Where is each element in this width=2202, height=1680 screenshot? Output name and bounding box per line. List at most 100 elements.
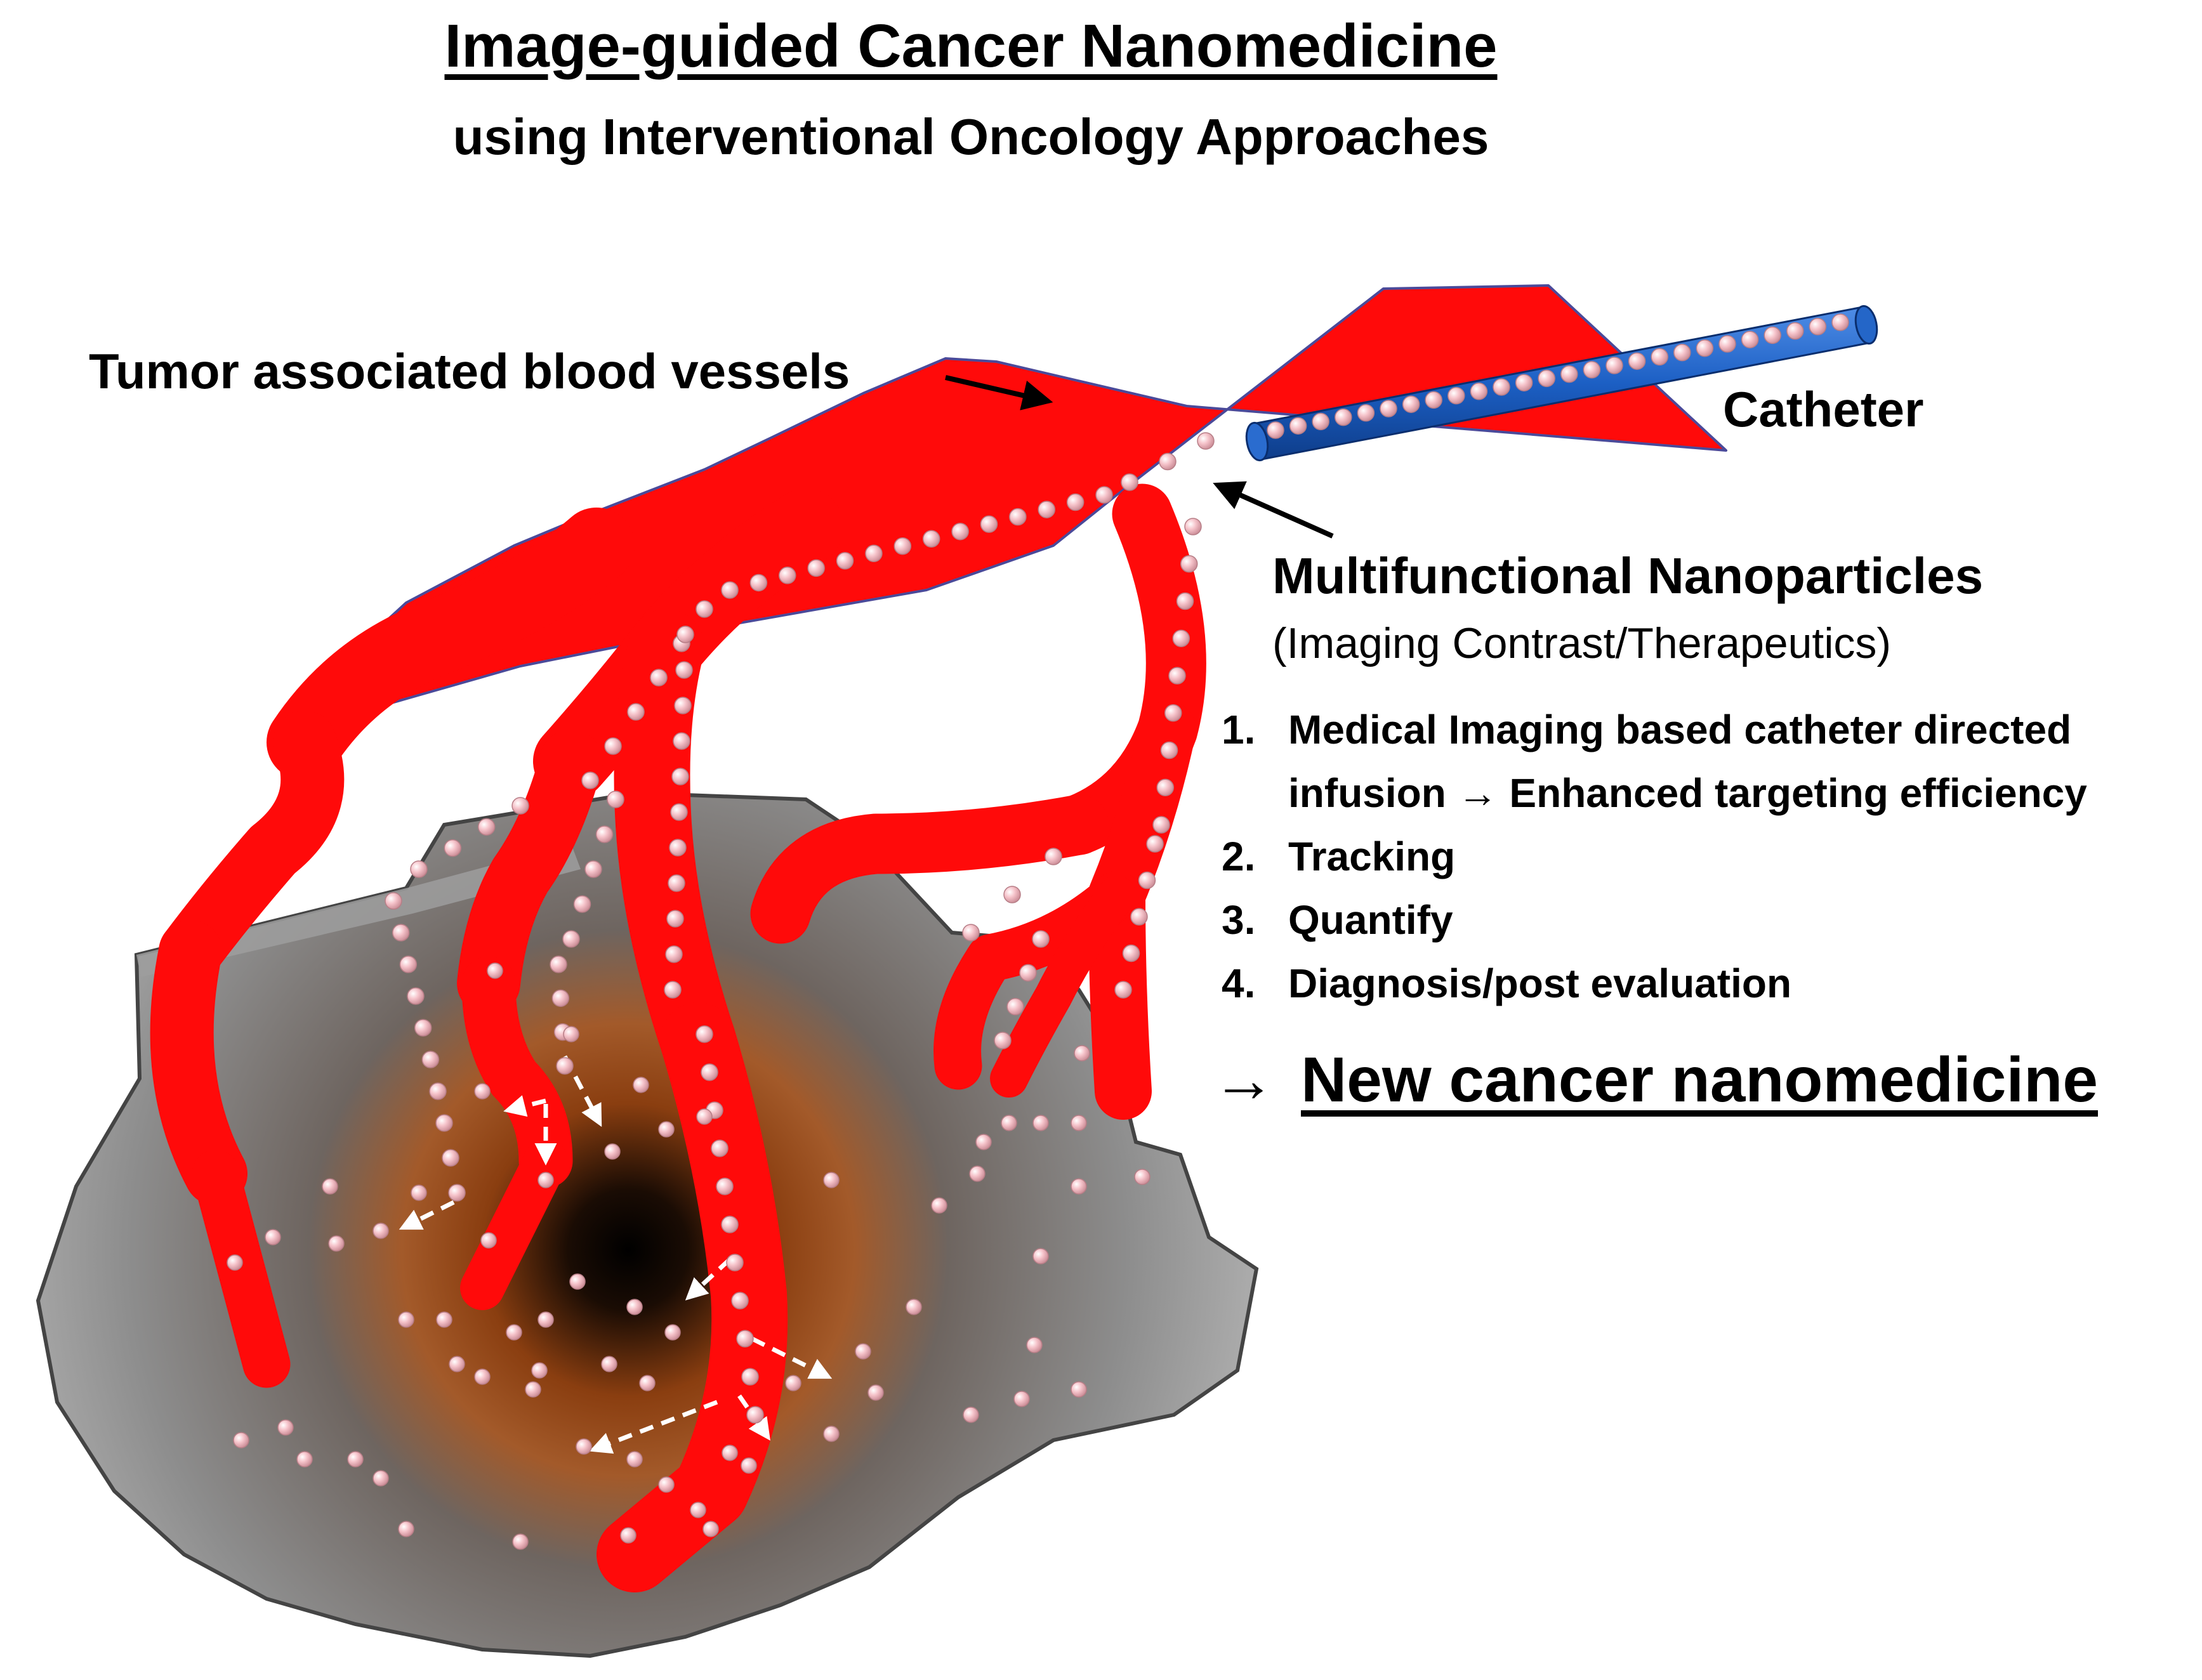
nanoparticle-dot xyxy=(537,1172,554,1188)
nanoparticle-dot xyxy=(1122,944,1140,962)
step-text-continued: infusion → Enhanced targeting efficiency xyxy=(1288,770,2087,816)
nanoparticle-dot xyxy=(421,1051,440,1068)
nanoparticle-dot xyxy=(1470,383,1488,400)
nanoparticle-dot xyxy=(975,1134,992,1150)
step-text: Tracking xyxy=(1288,834,1456,879)
nanoparticle-dot xyxy=(963,1407,979,1423)
nanoparticle-dot xyxy=(696,600,713,618)
nanoparticle-dot xyxy=(449,1356,465,1372)
nanoparticle-dot xyxy=(474,1368,491,1385)
page-subtitle: using Interventional Oncology Approaches xyxy=(452,108,1489,165)
nanoparticle-dot xyxy=(1045,848,1062,865)
diffusion-arrow xyxy=(685,1257,732,1301)
nanoparticle-dot xyxy=(1764,326,1781,345)
nanoparticle-dot xyxy=(666,910,684,928)
nanoparticle-dot xyxy=(563,1026,579,1042)
nanoparticle-dot xyxy=(233,1432,249,1448)
nanoparticle-dot xyxy=(1651,348,1668,366)
nanoparticle-dot xyxy=(1032,930,1050,948)
nanoparticle-dot xyxy=(444,839,462,857)
nanoparticle-dot xyxy=(779,567,796,584)
nanoparticle-dot xyxy=(639,1375,656,1391)
nanoparticle-dot xyxy=(436,1311,452,1328)
nanoparticle-dot xyxy=(477,818,496,836)
nanoparticle-dot xyxy=(1447,386,1465,405)
nanoparticle-dot xyxy=(675,661,693,679)
nanoparticle-dot xyxy=(690,1502,706,1518)
nanoparticle-dot xyxy=(721,1216,739,1233)
nanoparticle-dot xyxy=(669,839,687,856)
nanoparticle-dot xyxy=(701,1063,718,1081)
nanoparticle-dot xyxy=(480,1232,497,1249)
nanoparticle-dot xyxy=(1009,508,1027,526)
nanoparticle-dot xyxy=(1006,997,1024,1016)
nanoparticle-dot xyxy=(407,987,425,1005)
nanoparticle-dot xyxy=(969,1165,986,1182)
nanoparticle-dot xyxy=(1786,322,1804,340)
nanoparticle-dot xyxy=(410,860,428,878)
nanoparticle-dot xyxy=(749,574,768,592)
nanoparticle-dot xyxy=(736,1330,754,1348)
diffusion-arrow xyxy=(751,1336,833,1379)
nanoparticle-dot xyxy=(855,1343,871,1360)
nanoparticle-dot xyxy=(673,732,690,750)
nanoparticle-dot xyxy=(581,771,599,789)
nanoparticle-dot xyxy=(392,924,410,942)
nanoparticle-dot xyxy=(1164,704,1182,722)
nanoparticle-dot xyxy=(442,1149,459,1167)
nanoparticle-dot xyxy=(664,1324,681,1341)
nanoparticle-dot xyxy=(1032,1115,1049,1131)
nanoparticle-dot xyxy=(741,1457,757,1474)
nanoparticle-dot xyxy=(511,797,529,815)
catheter-tube xyxy=(1245,305,1878,462)
nanoparticle-dot xyxy=(633,1077,649,1093)
nanoparticle-dot xyxy=(1197,432,1215,450)
nanoparticle-dot xyxy=(1152,816,1170,834)
pointer-arrows xyxy=(945,375,1334,539)
nanoparticles-label: Multifunctional Nanoparticles xyxy=(1272,548,1984,604)
nanoparticle-dot xyxy=(741,1368,759,1386)
nanoparticle-dot xyxy=(569,1273,586,1290)
nanoparticle-dot xyxy=(1156,778,1174,796)
nanoparticle-dot xyxy=(785,1375,801,1391)
nanoparticle-dot xyxy=(556,1057,574,1075)
nanoparticle-dot xyxy=(1032,1248,1049,1264)
nanoparticle-dot xyxy=(512,1533,529,1550)
vessels-label: Tumor associated blood vessels xyxy=(89,343,850,399)
nanoparticle-dot xyxy=(607,791,624,808)
nanoparticle-dot xyxy=(1095,486,1113,504)
nanoparticle-dot xyxy=(506,1324,522,1341)
nanoparticle-dot xyxy=(951,522,969,541)
nanoparticle-dot xyxy=(1071,1381,1087,1398)
nanoparticle-dot xyxy=(931,1197,947,1214)
nanoparticle-dot xyxy=(1071,1115,1087,1131)
nanoparticle-dot xyxy=(1718,335,1736,353)
diffusion-arrow xyxy=(503,1095,546,1117)
nanoparticle-dot xyxy=(277,1419,294,1436)
nanoparticle-dot xyxy=(696,1025,713,1043)
nanoparticle-dot xyxy=(1809,318,1827,336)
nanoparticle-dot xyxy=(711,1139,729,1157)
nanoparticle-dot xyxy=(1741,331,1759,348)
nanoparticle-dot xyxy=(551,989,570,1007)
nanoparticle-dot xyxy=(893,537,912,555)
nanoparticle-dot xyxy=(962,924,980,942)
nanoparticle-dot xyxy=(1312,412,1329,431)
nanoparticle-dot xyxy=(1696,339,1714,357)
nanoparticle-dot xyxy=(668,874,685,892)
nanoparticle-dot xyxy=(1605,357,1623,374)
nanoparticle-dot xyxy=(1130,908,1148,926)
nanoparticle-dot xyxy=(1003,886,1021,903)
nanoparticle-dot xyxy=(448,1184,466,1202)
nanoparticle-dot xyxy=(1160,741,1178,759)
nanoparticle-dot xyxy=(414,1019,432,1037)
nanoparticle-dot xyxy=(823,1172,840,1188)
nanoparticle-dot xyxy=(620,1527,636,1544)
nanoparticle-dot xyxy=(650,669,668,686)
nanoparticle-dot xyxy=(227,1254,243,1271)
step-item: 2. Tracking xyxy=(1222,825,2087,888)
nanoparticle-dot xyxy=(398,1521,414,1537)
diffusion-arrow xyxy=(399,1200,455,1230)
step-number: 1. xyxy=(1222,707,1256,752)
